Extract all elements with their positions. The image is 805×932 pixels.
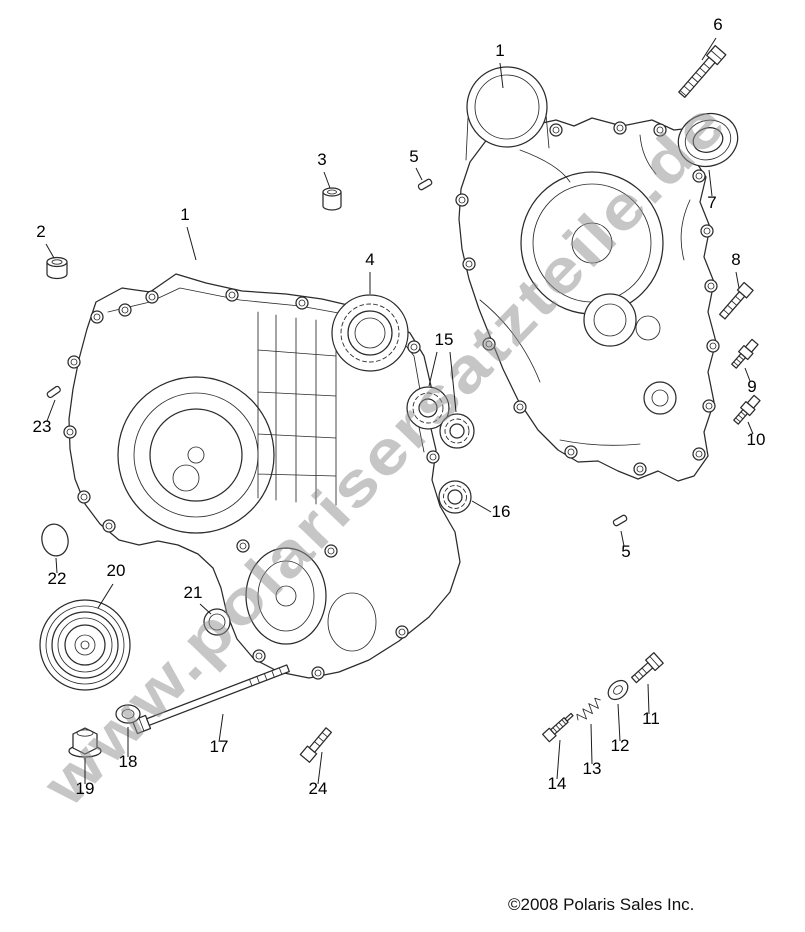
- callout-16-13: 16: [492, 502, 511, 521]
- right-crankcase-half: [455, 66, 720, 482]
- part-6-bolt: [678, 44, 727, 98]
- leader-line-21-17: [199, 603, 212, 615]
- callout-21-17: 21: [184, 583, 203, 602]
- leader-line-16-13: [471, 500, 492, 513]
- callout-1-5: 1: [180, 205, 189, 224]
- part-2-nut: [46, 256, 68, 280]
- part-18-washer: [115, 704, 141, 724]
- part-7-seal: [677, 112, 739, 168]
- callout-18-19: 18: [119, 752, 138, 771]
- leader-line-13-23: [590, 723, 593, 765]
- leader-line-24-21: [317, 751, 323, 785]
- copyright-text: ©2008 Polaris Sales Inc.: [508, 895, 694, 914]
- callout-12-24: 12: [611, 736, 630, 755]
- leader-line-22-15: [55, 557, 58, 574]
- leader-line-5-14: [620, 530, 625, 547]
- part-3-bushing: [322, 187, 342, 211]
- leader-line-11-25: [647, 683, 650, 715]
- callout-15-9: 15: [435, 330, 454, 349]
- callout-13-23: 13: [583, 759, 602, 778]
- leader-line-20-16: [97, 583, 114, 609]
- callout-17-18: 17: [210, 737, 229, 756]
- callout-7-4: 7: [707, 193, 716, 212]
- left-crankcase-half: [63, 273, 461, 680]
- part-20-pump-cover: [39, 599, 131, 691]
- callout-6-0: 6: [713, 15, 722, 34]
- leader-line-15-9: [449, 351, 457, 413]
- callout-5-2: 5: [409, 147, 418, 166]
- leader-line-17-18: [218, 713, 224, 743]
- part-9-fitting: [731, 338, 759, 369]
- leader-line-14-22: [556, 739, 561, 780]
- callout-1-1: 1: [495, 41, 504, 60]
- part-14-jet: [542, 712, 574, 743]
- leader-line-8-8: [735, 271, 740, 289]
- part-23-pin: [45, 384, 62, 400]
- part-22-cap: [41, 523, 69, 557]
- leader-line-10-11: [747, 421, 754, 435]
- callout-24-21: 24: [309, 779, 328, 798]
- part-5-dowel-pin-upper: [416, 177, 434, 192]
- part-19-drain-plug: [68, 727, 102, 758]
- callout-20-16: 20: [107, 561, 126, 580]
- callout-4-7: 4: [365, 250, 374, 269]
- callout-10-11: 10: [747, 430, 766, 449]
- callout-9-10: 9: [747, 377, 756, 396]
- part-5-dowel-pin-lower: [611, 513, 629, 528]
- callout-14-22: 14: [548, 774, 567, 793]
- leader-line-6-0: [701, 37, 717, 61]
- callout-19-20: 19: [76, 779, 95, 798]
- leader-line-5-2: [415, 167, 423, 181]
- callout-8-8: 8: [731, 250, 740, 269]
- leader-line-23-12: [46, 399, 56, 422]
- part-21-seal: [203, 608, 231, 636]
- leader-line-15-9: [428, 351, 438, 387]
- part-16-bearing: [438, 480, 472, 514]
- callout-2-6: 2: [36, 222, 45, 241]
- leader-line-2-6: [45, 243, 55, 259]
- leader-line-7-4: [708, 169, 713, 197]
- part-13-spring: [576, 697, 601, 721]
- part-15-bearing-a: [406, 386, 450, 430]
- callout-3-3: 3: [317, 150, 326, 169]
- callout-5-14: 5: [621, 542, 630, 561]
- part-24-bolt: [299, 727, 333, 763]
- part-11-bolt: [631, 652, 664, 684]
- leader-line-12-24: [617, 703, 621, 742]
- callout-22-15: 22: [48, 569, 67, 588]
- leader-line-9-10: [744, 367, 751, 382]
- leader-line-1-1: [499, 62, 504, 89]
- callout-11-25: 11: [642, 709, 660, 728]
- part-12-washer: [607, 679, 629, 701]
- part-8-bolt: [719, 281, 754, 320]
- leader-line-1-5: [186, 226, 197, 261]
- leader-line-3-3: [323, 171, 331, 189]
- part-4-bearing: [331, 294, 409, 372]
- callout-23-12: 23: [33, 417, 52, 436]
- part-10-fitting: [733, 394, 761, 425]
- part-15-bearing-b: [439, 413, 475, 449]
